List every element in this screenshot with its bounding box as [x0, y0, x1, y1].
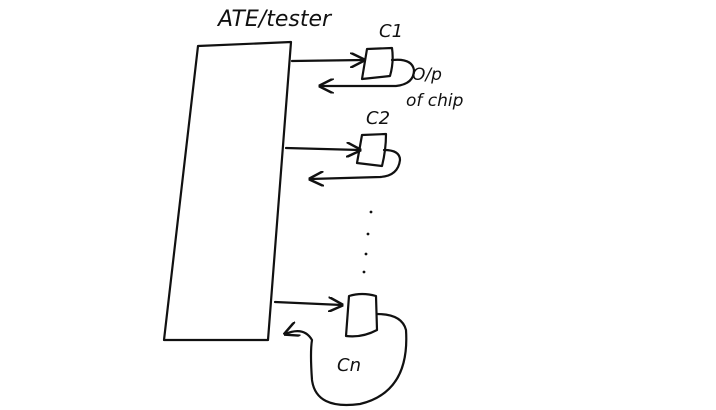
annotation-of-chip: of chip — [406, 91, 464, 111]
chip-cn-label: Cn — [337, 355, 361, 376]
annotation-op: O/p — [412, 65, 442, 85]
continuation-dots — [362, 210, 373, 274]
blank-margin — [478, 0, 716, 410]
chip-c1-box — [360, 46, 394, 81]
ate-tester-title: ATE/tester — [216, 7, 333, 32]
chip-cn-box — [344, 292, 379, 338]
ate-tester-block — [162, 40, 293, 342]
chip-c2-box — [355, 132, 388, 168]
c1-input-arrow — [290, 60, 364, 61]
chip-c1-label: C1 — [379, 21, 403, 42]
cn-feedback-loop — [285, 312, 408, 406]
c2-feedback-loop — [310, 148, 402, 179]
c2-input-arrow — [284, 148, 360, 150]
c1-feedback-loop — [320, 58, 416, 86]
chip-c2-label: C2 — [366, 108, 390, 129]
cn-input-arrow — [273, 302, 342, 305]
